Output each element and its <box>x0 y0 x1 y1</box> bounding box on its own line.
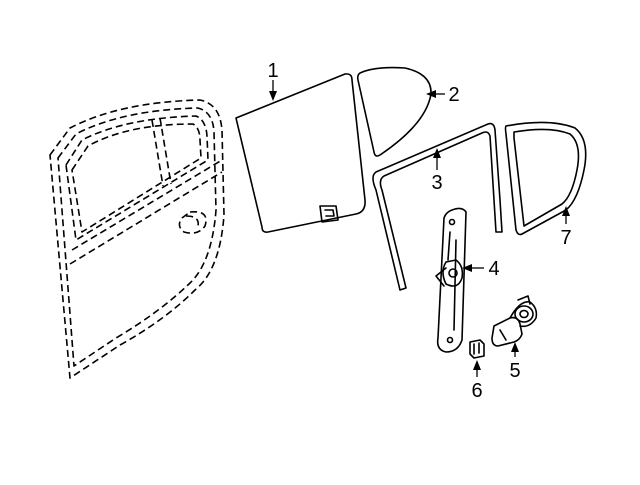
quarter-glass-seal <box>504 121 587 236</box>
quarter-glass <box>356 66 432 157</box>
regulator-clip <box>469 339 485 359</box>
callout-7: 7 <box>560 227 571 249</box>
glass-run-channel <box>372 122 503 291</box>
callout-3: 3 <box>431 172 442 194</box>
window-regulator <box>435 207 467 353</box>
callout-1: 1 <box>267 60 278 82</box>
rear-door-shell <box>49 99 225 379</box>
callout-4: 4 <box>488 258 499 280</box>
callout-6: 6 <box>471 380 482 402</box>
callout-5: 5 <box>509 360 520 382</box>
window-motor <box>491 295 538 347</box>
door-glass <box>235 73 366 233</box>
callout-leaders <box>269 80 570 377</box>
callout-2: 2 <box>448 84 459 106</box>
